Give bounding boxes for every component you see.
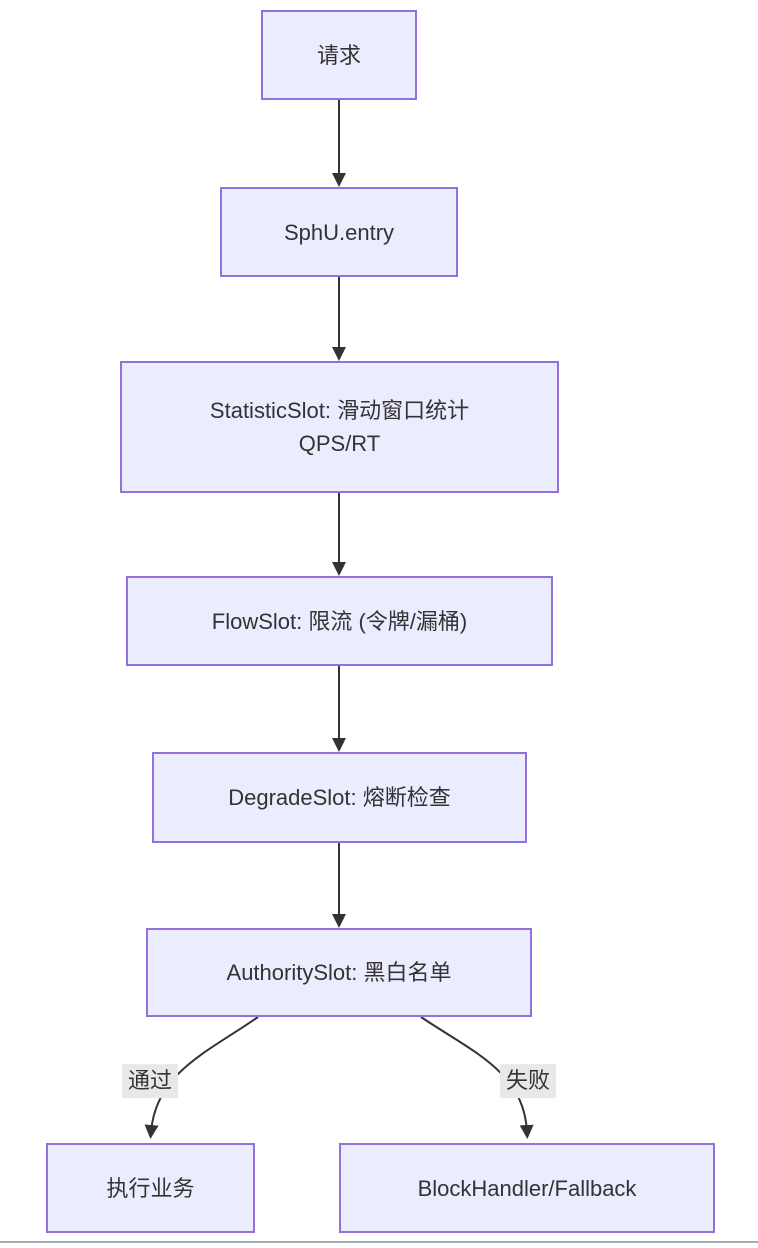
- node-flow-slot: FlowSlot: 限流 (令牌/漏桶): [126, 576, 553, 666]
- node-sphu-entry: SphU.entry: [220, 187, 458, 277]
- node-statistic-slot-label-line1: StatisticSlot: 滑动窗口统计: [209, 398, 470, 423]
- node-degrade-slot-label: DegradeSlot: 熔断检查: [228, 785, 451, 810]
- node-authority-slot: AuthoritySlot: 黑白名单: [146, 928, 532, 1017]
- node-block-handler: BlockHandler/Fallback: [339, 1143, 715, 1233]
- node-block-handler-label: BlockHandler/Fallback: [417, 1175, 637, 1201]
- node-request-label: 请求: [316, 42, 361, 68]
- node-execute-business: 执行业务: [46, 1143, 255, 1233]
- node-sphu-entry-label: SphU.entry: [283, 219, 395, 245]
- node-execute-business-label: 执行业务: [106, 1175, 195, 1201]
- bottom-divider: [0, 1241, 758, 1243]
- node-statistic-slot-label-line2: QPS/RT: [298, 431, 381, 456]
- edge-authority-to-execute: [144, 1016, 259, 1139]
- edge-label-fail: 失败: [499, 1064, 557, 1098]
- node-degrade-slot: DegradeSlot: 熔断检查: [152, 752, 527, 843]
- edge-authority-to-blockhandler: [420, 1016, 534, 1139]
- node-authority-slot-label: AuthoritySlot: 黑白名单: [226, 960, 452, 985]
- node-flow-slot-label: FlowSlot: 限流 (令牌/漏桶): [211, 608, 468, 634]
- edge-label-pass: 通过: [121, 1064, 179, 1098]
- node-statistic-slot: StatisticSlot: 滑动窗口统计 QPS/RT: [120, 361, 559, 493]
- node-request: 请求: [261, 10, 417, 100]
